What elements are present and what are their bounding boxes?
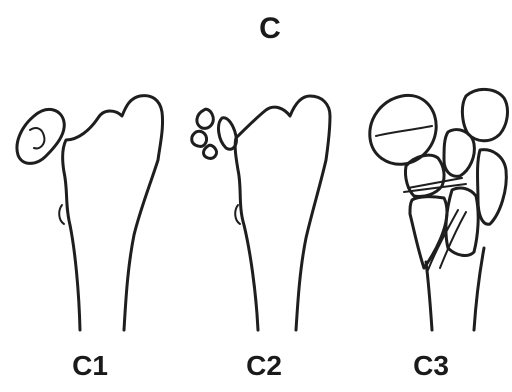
femur-c1-outline (63, 96, 163, 330)
femur-c1-lesser-trochanter (59, 205, 64, 224)
femur-c2-fragment-b (192, 131, 207, 146)
femur-c3 (370, 89, 508, 330)
femur-c3-medial-wedge (410, 197, 447, 268)
femur-c3-head-line (376, 126, 432, 136)
femur-c2-fragment-a (197, 109, 213, 128)
femur-c1-head-line (30, 128, 44, 148)
panel-label-c3: C3 (391, 352, 471, 380)
femur-c1-head-fragment (17, 109, 64, 163)
femur-c3-mid-fragment (444, 130, 474, 177)
figure-heading: C (240, 14, 300, 44)
panel-label-c1: C1 (50, 352, 130, 380)
femur-c3-lateral-fragment (478, 150, 507, 225)
femur-c2-fragment-d (219, 118, 237, 150)
femur-c2-lesser-trochanter (235, 205, 240, 224)
femur-c3-shaft (426, 248, 484, 330)
femur-c2-outline (235, 96, 330, 330)
femur-c2-fragment-c (204, 145, 217, 158)
panel-label-c2: C2 (224, 352, 304, 380)
femur-c1 (17, 96, 163, 330)
femur-c2 (192, 96, 330, 330)
